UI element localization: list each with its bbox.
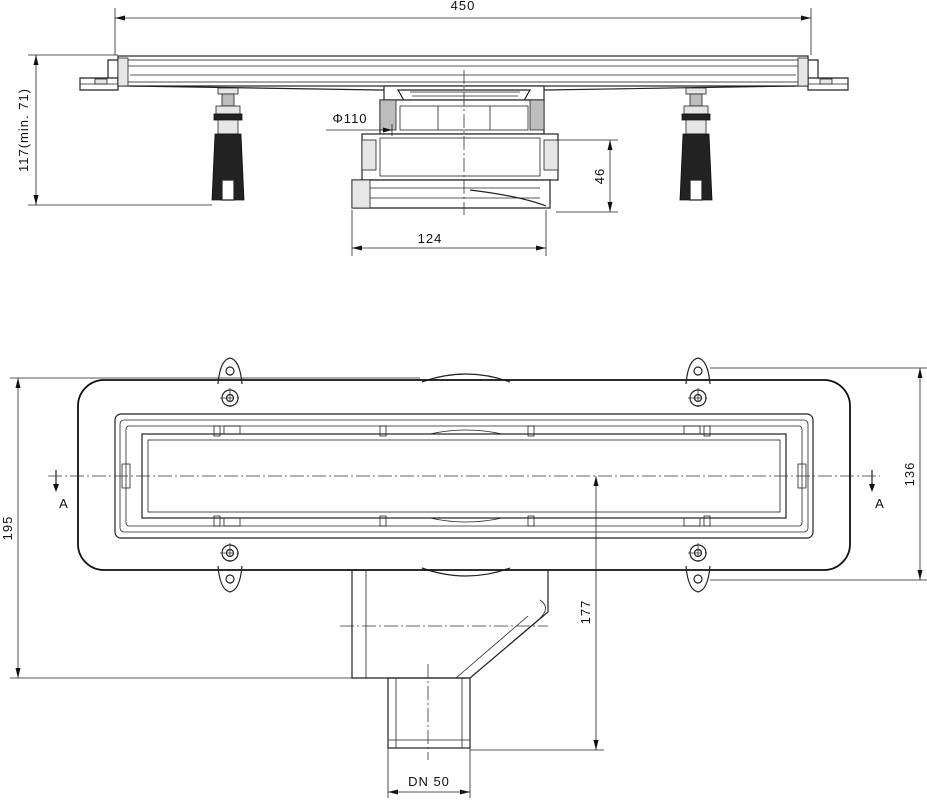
section-label-right: A bbox=[875, 496, 885, 511]
dim-total-length: 450 bbox=[451, 0, 476, 13]
section-label-left: A bbox=[59, 496, 69, 511]
dim-height: 117(min. 71) bbox=[16, 88, 31, 172]
dim-outlet-offset: 177 bbox=[578, 600, 593, 625]
dim-outlet-size: DN 50 bbox=[408, 774, 450, 789]
section-mark-left: A bbox=[53, 470, 69, 511]
plan-view: A A 195 136 177 DN 50 bbox=[0, 357, 927, 798]
dim-outlet-width: 124 bbox=[418, 231, 443, 246]
dim-body-height: 46 bbox=[592, 168, 607, 184]
mounting-lugs bbox=[217, 357, 711, 593]
dim-flange-width: 136 bbox=[902, 462, 917, 487]
section-mark-right: A bbox=[869, 470, 885, 511]
side-elevation: 450 bbox=[16, 0, 849, 256]
left-adjustable-foot bbox=[211, 87, 245, 201]
right-adjustable-foot bbox=[679, 87, 713, 201]
outlet-body-plan bbox=[340, 570, 549, 760]
drain-body-side bbox=[351, 70, 559, 215]
dim-overall-width: 195 bbox=[0, 516, 15, 541]
dim-outlet-diameter: Φ110 bbox=[332, 111, 367, 126]
